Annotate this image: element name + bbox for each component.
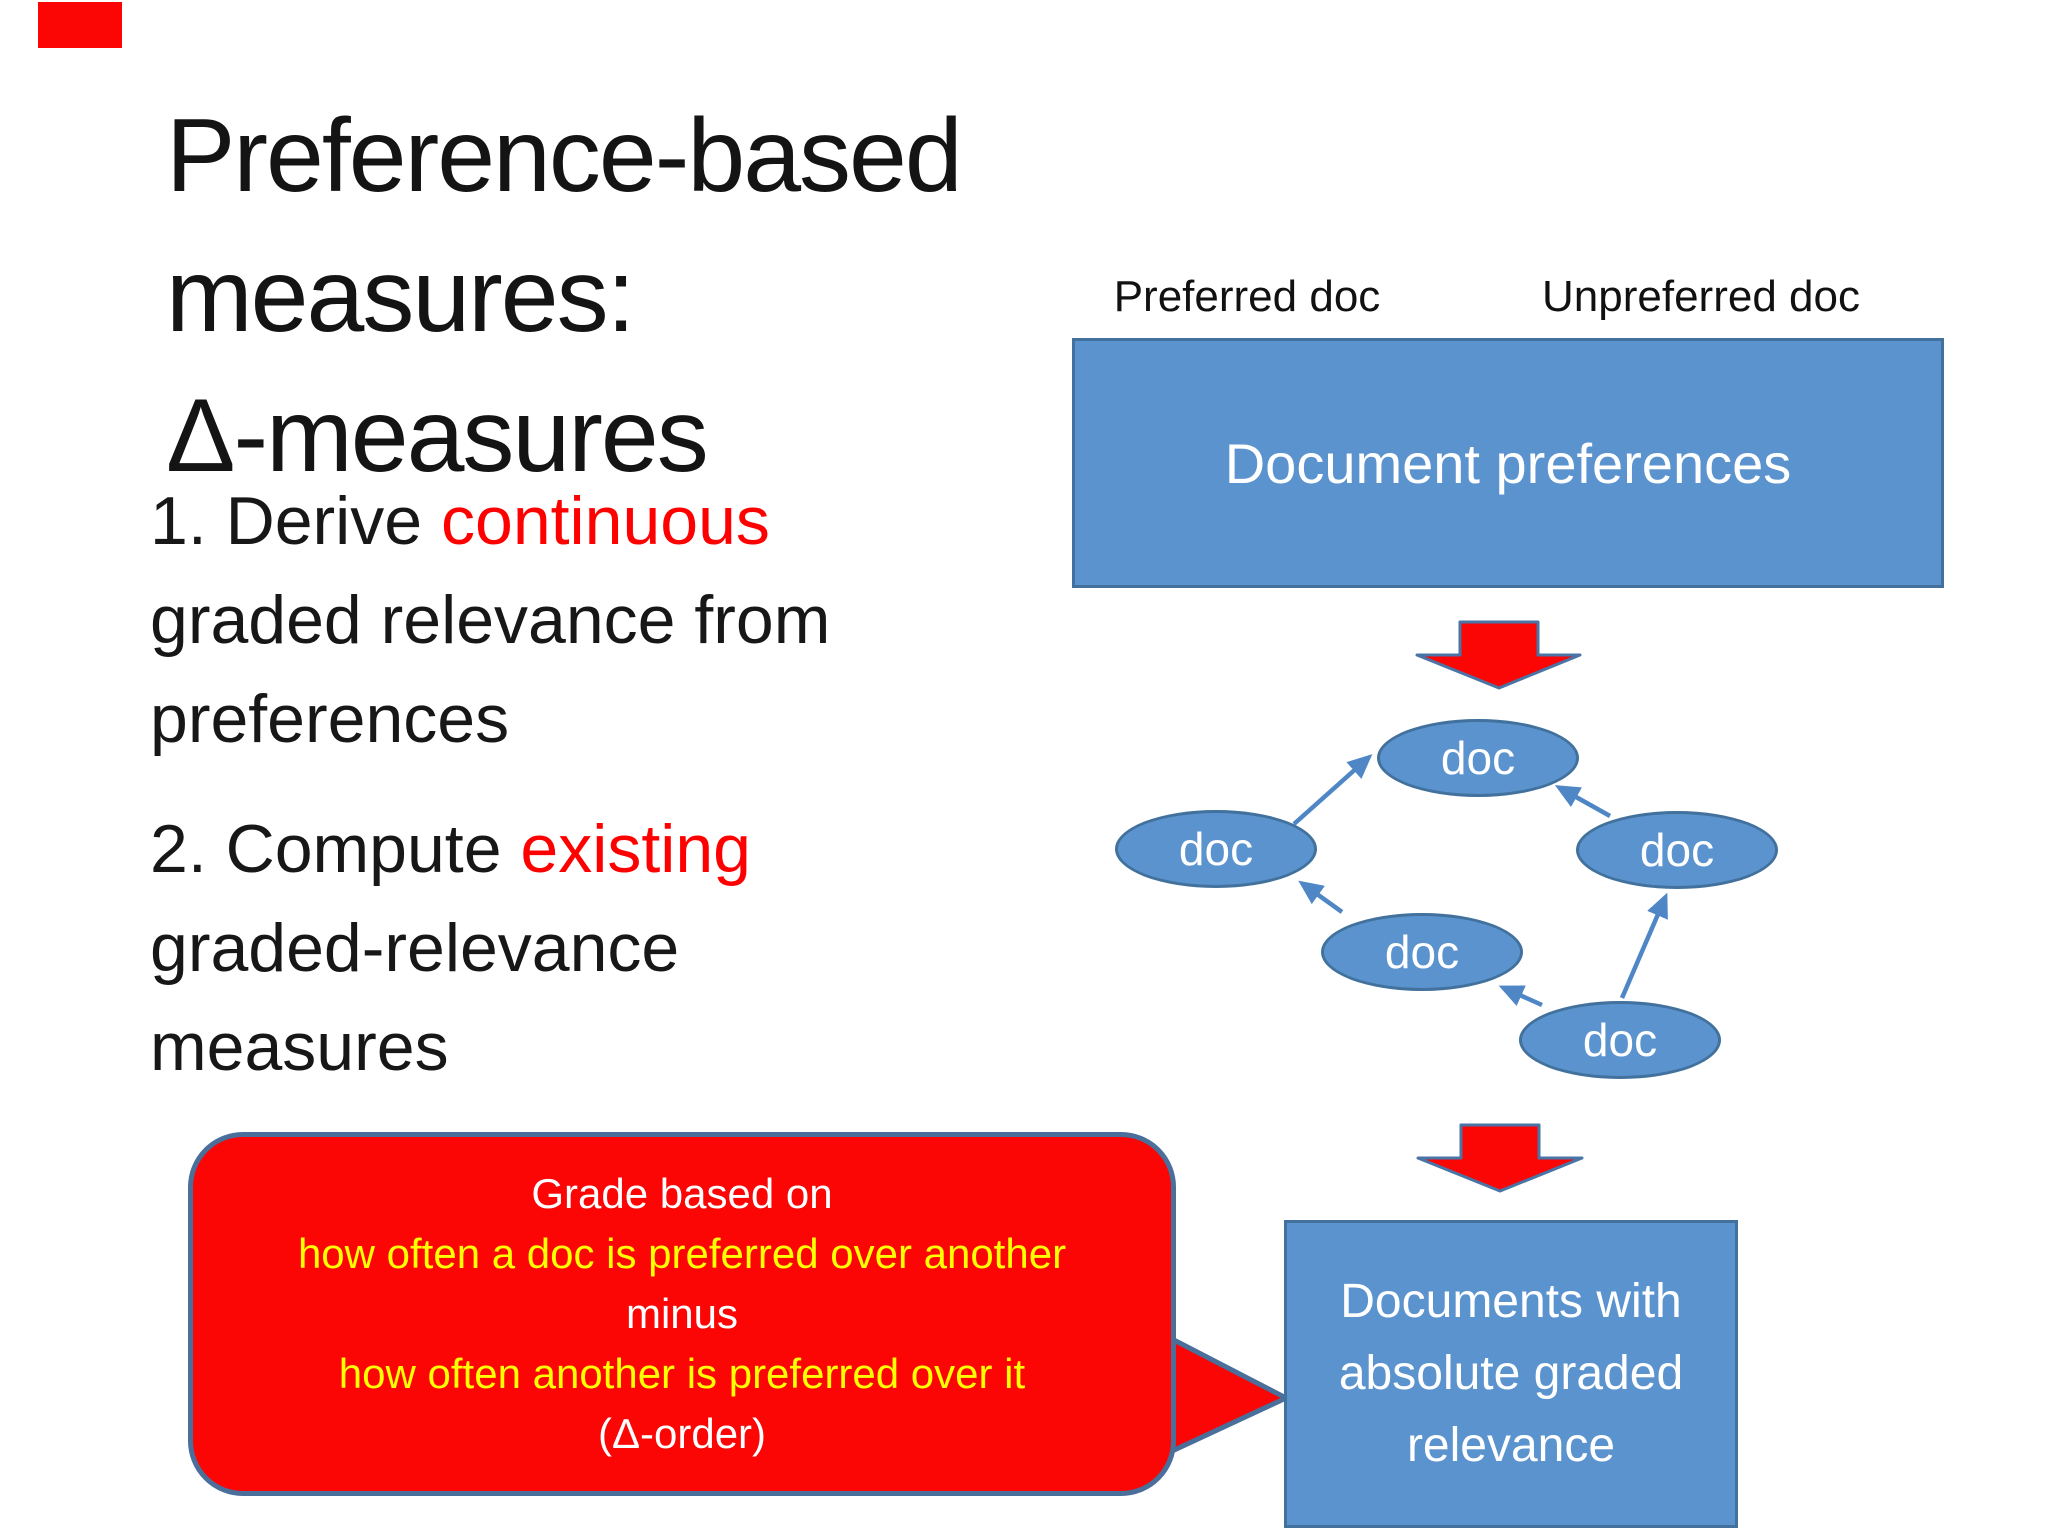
title-line-2: Δ-measures xyxy=(166,378,709,494)
callout-line-2: how often a doc is preferred over anothe… xyxy=(297,1230,1067,1277)
label-preferred-doc: Preferred doc xyxy=(1113,272,1381,321)
step-2-line-1: 2. Compute existing xyxy=(150,800,751,899)
page-title: Preference-based measures: Δ-measures xyxy=(166,86,1266,506)
graded-relevance-line-3: relevance xyxy=(1406,1419,1616,1472)
step-2-line-3: measures xyxy=(150,1009,449,1085)
step-1-line-1: 1. Derive continuous xyxy=(150,472,830,571)
label-unpreferred-doc: Unpreferred doc xyxy=(1542,272,1860,321)
grade-callout-bubble: Grade based on how often a doc is prefer… xyxy=(188,1132,1176,1496)
step-1-line-3: preferences xyxy=(150,681,510,757)
down-arrow-icon xyxy=(1415,620,1582,690)
doc-node-left: doc xyxy=(1115,810,1317,888)
step-1-highlight: continuous xyxy=(441,483,770,559)
step-2-highlight: existing xyxy=(520,811,751,887)
preference-arrow xyxy=(1298,880,1344,914)
preference-arrow xyxy=(1554,785,1612,818)
callout-line-5: (Δ-order) xyxy=(597,1410,767,1457)
preference-arrow xyxy=(1498,985,1543,1008)
preference-arrow xyxy=(1619,892,1668,999)
step-2-line-2: graded-relevance xyxy=(150,910,680,986)
graded-relevance-line-1: Documents with xyxy=(1340,1275,1682,1328)
doc-node-right: doc xyxy=(1576,811,1778,889)
callout-line-4: how often another is preferred over it xyxy=(338,1350,1026,1397)
graded-relevance-box: Documents with absolute graded relevance xyxy=(1284,1220,1738,1528)
step-2-lead: 2. Compute xyxy=(150,811,521,887)
step-1-text: 1. Derive continuous graded relevance fr… xyxy=(150,472,830,769)
step-1-line-2: graded relevance from xyxy=(150,582,831,658)
preference-arrow xyxy=(1292,754,1373,826)
red-corner-marker xyxy=(38,2,122,48)
down-arrow-icon xyxy=(1416,1123,1584,1193)
document-preferences-box: Document preferences xyxy=(1072,338,1944,588)
step-1-lead: 1. Derive xyxy=(150,483,441,559)
doc-node-top: doc xyxy=(1377,719,1579,797)
doc-node-bottom: doc xyxy=(1519,1001,1721,1079)
document-preferences-label: Document preferences xyxy=(1224,431,1792,495)
graded-relevance-line-2: absolute graded xyxy=(1338,1347,1684,1400)
title-line-1: Preference-based measures: xyxy=(166,98,963,354)
callout-line-1: Grade based on xyxy=(531,1170,833,1217)
callout-line-3: minus xyxy=(625,1290,739,1337)
step-2-text: 2. Compute existing graded-relevance mea… xyxy=(150,800,751,1097)
callout-tail xyxy=(1167,1335,1289,1455)
doc-node-middle: doc xyxy=(1321,913,1523,991)
